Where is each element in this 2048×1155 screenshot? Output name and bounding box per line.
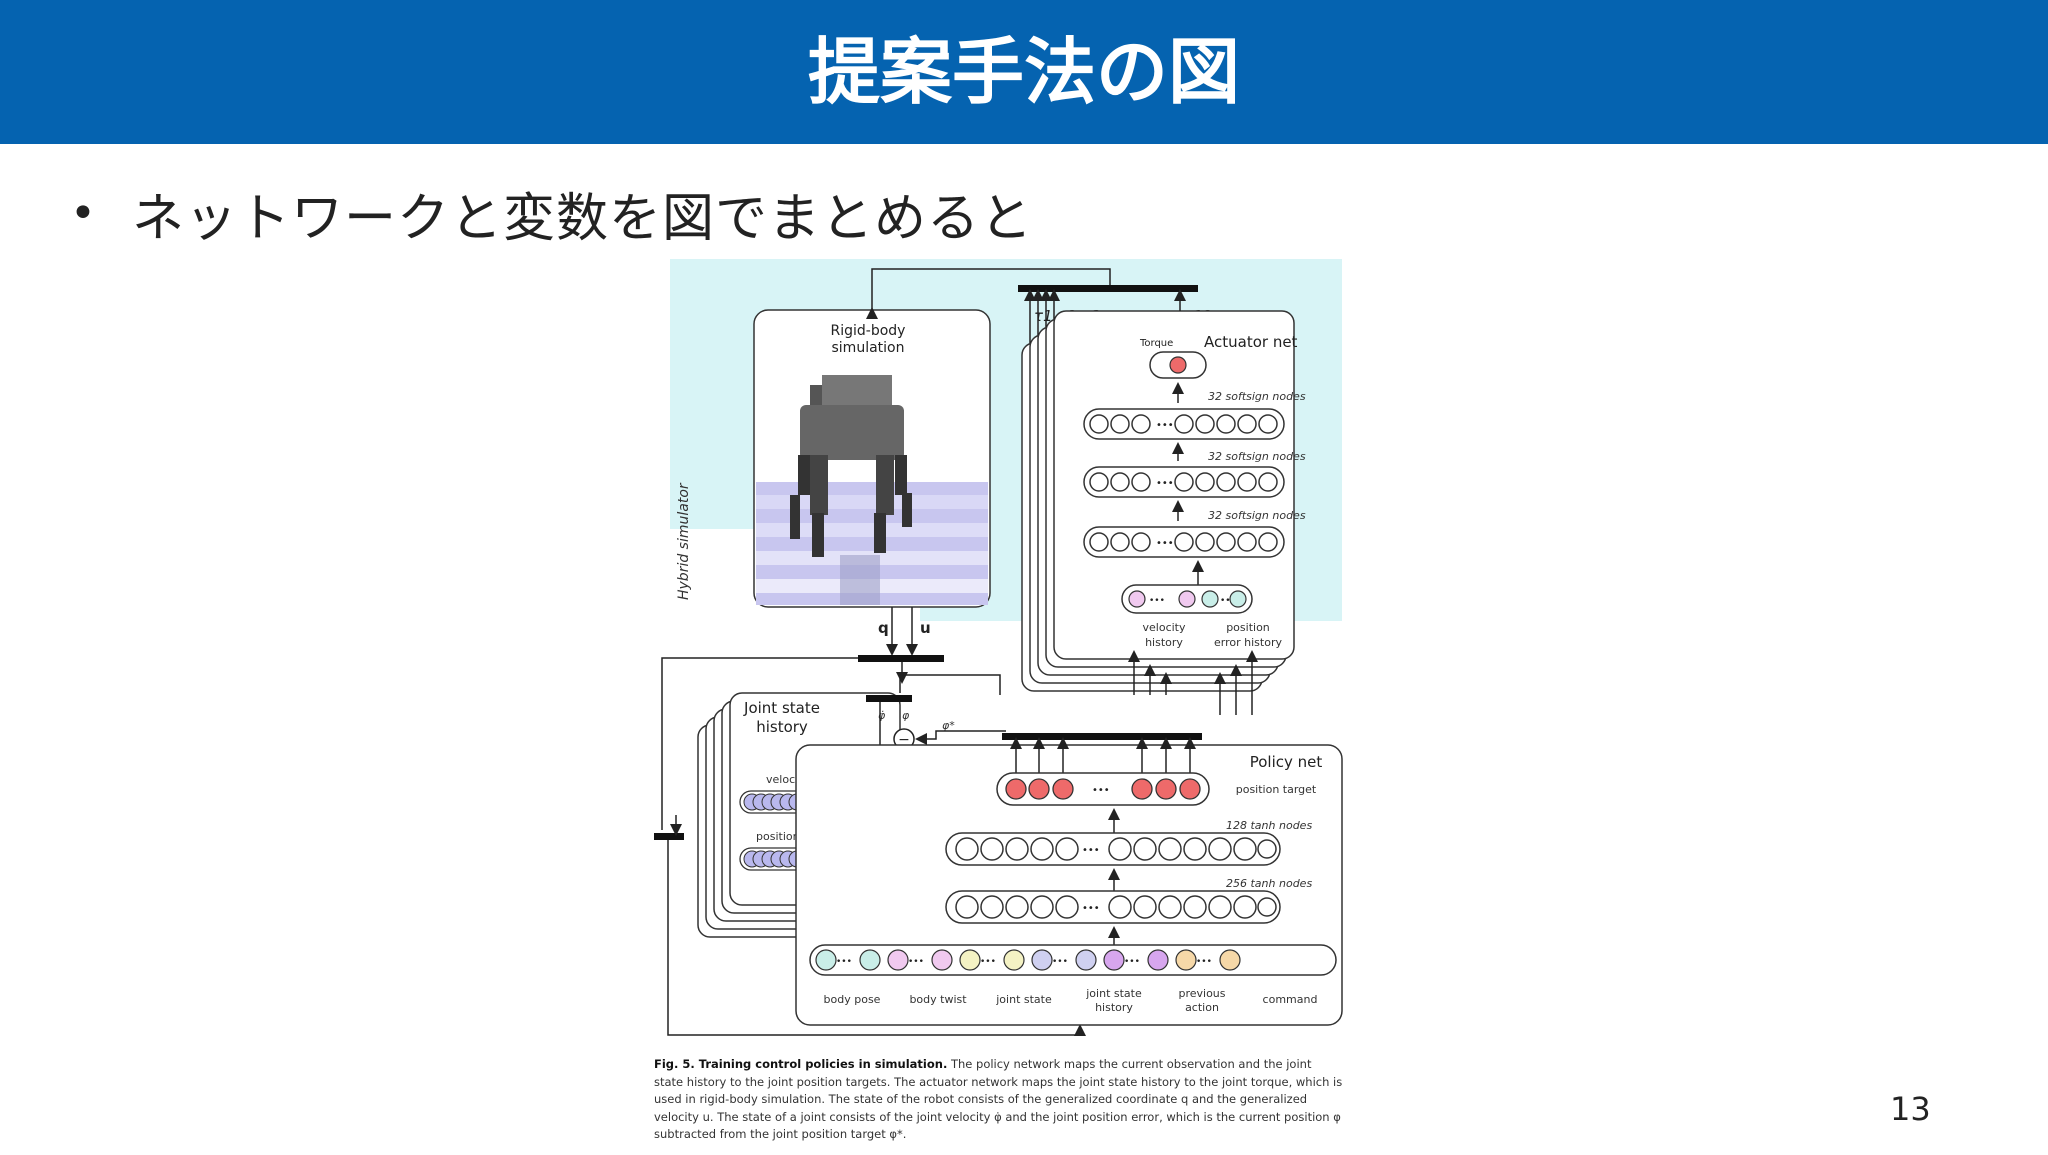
position-error-label-1: position: [1226, 621, 1270, 634]
svg-text:•••: •••: [1149, 596, 1165, 606]
tanh128-nodes: •••: [955, 837, 1277, 861]
velocity-history-label-1: velocity: [1143, 621, 1186, 634]
svg-text:•••: •••: [1156, 478, 1174, 489]
subtract-sign: −: [898, 732, 910, 748]
method-figure: Hybrid simulator Rigid-body simulation τ…: [640, 255, 1360, 1155]
softsign-layer-2-nodes: •••: [1089, 472, 1278, 492]
svg-text:•••: •••: [1092, 785, 1110, 796]
position-target-bus: [1002, 733, 1202, 740]
caption-title: Fig. 5. Training control policies in sim…: [654, 1057, 948, 1071]
bullet-text: ネットワークと変数を図でまとめると: [132, 188, 1034, 249]
page-number: 13: [1890, 1090, 1931, 1128]
tanh256-label: 256 tanh nodes: [1226, 877, 1312, 890]
torque-feedback-line: [866, 268, 1111, 319]
rigid-body-label-2: simulation: [832, 340, 905, 356]
position-target-label: position target: [1236, 783, 1317, 796]
svg-text:•••: •••: [980, 957, 996, 967]
figure-caption: Fig. 5. Training control policies in sim…: [654, 1056, 1344, 1144]
slide-title: 提案手法の図: [807, 30, 1240, 114]
svg-text:•••: •••: [1052, 957, 1068, 967]
phi-star-line: [915, 730, 1006, 745]
svg-text:•••: •••: [1196, 957, 1212, 967]
state-to-left-line: [661, 657, 858, 830]
joint-state-title-2: history: [756, 718, 808, 736]
input-jsh-label-1: joint state: [1085, 987, 1142, 1000]
actuator-net-title: Actuator net: [1204, 333, 1298, 351]
joint-state-title-1: Joint state: [743, 699, 820, 717]
joint-bus: [866, 695, 912, 702]
input-body-twist-label: body twist: [909, 993, 967, 1006]
softsign-label-3: 32 softsign nodes: [1208, 509, 1306, 522]
input-previous-action-label-2: action: [1185, 1001, 1219, 1014]
hybrid-simulator-label: Hybrid simulator: [676, 482, 692, 600]
position-target-layer: [996, 772, 1210, 806]
figure-diagram: Hybrid simulator Rigid-body simulation τ…: [654, 259, 1343, 1036]
softsign-layer-3-nodes: •••: [1089, 532, 1278, 552]
input-previous-action-label-1: previous: [1178, 987, 1225, 1000]
phi-dot-label: φ̇: [878, 709, 886, 722]
svg-text:•••: •••: [1082, 845, 1100, 856]
softsign-layer-1-nodes: •••: [1089, 414, 1278, 434]
caption-body: The policy network maps the current obse…: [654, 1057, 1343, 1141]
bullet-item: • ネットワークと変数を図でまとめると: [70, 178, 1034, 249]
robot-render: [756, 375, 988, 605]
phi-label: φ: [902, 709, 910, 722]
svg-text:•••: •••: [1082, 903, 1100, 914]
torque-bus: [1018, 285, 1198, 292]
actuator-input-arrows: [1128, 650, 1258, 715]
rigid-body-label-1: Rigid-body: [831, 323, 906, 339]
position-target-arrows: [1010, 737, 1196, 773]
velocity-history-label-2: history: [1145, 636, 1183, 649]
bullet-dot: •: [70, 187, 96, 239]
jsh-to-actuator-line: [899, 674, 1001, 695]
svg-text:•••: •••: [1156, 420, 1174, 431]
svg-text:•••: •••: [908, 957, 924, 967]
tanh128-label: 128 tanh nodes: [1226, 819, 1312, 832]
state-bus: [858, 655, 944, 662]
input-body-pose-label: body pose: [824, 993, 881, 1006]
svg-text:•••: •••: [1124, 957, 1140, 967]
position-target-nodes: •••: [1005, 778, 1201, 800]
svg-text:•••: •••: [1220, 596, 1236, 606]
observation-nodes: ••• ••• ••• ••• ••• •••: [815, 949, 1241, 971]
softsign-label-2: 32 softsign nodes: [1208, 450, 1306, 463]
torque-node: [1169, 356, 1187, 374]
input-command-label: command: [1263, 993, 1318, 1006]
svg-text:•••: •••: [836, 957, 852, 967]
softsign-label-1: 32 softsign nodes: [1208, 390, 1306, 403]
input-jsh-label-2: history: [1095, 1001, 1133, 1014]
q-label: q: [878, 619, 889, 637]
svg-text:•••: •••: [1156, 538, 1174, 549]
u-label: u: [920, 619, 931, 637]
policy-net-title: Policy net: [1250, 753, 1323, 771]
title-bar: 提案手法の図: [0, 0, 2048, 144]
phi-star-label: φ*: [942, 719, 955, 732]
input-joint-state-label: joint state: [995, 993, 1052, 1006]
actuator-input-nodes: ••• •••: [1128, 590, 1247, 608]
bottom-feedback-line: [667, 840, 1086, 1036]
left-bus: [654, 833, 684, 840]
position-error-label-2: error history: [1214, 636, 1282, 649]
torque-label: Torque: [1139, 338, 1173, 349]
tanh256-nodes: •••: [955, 895, 1277, 919]
